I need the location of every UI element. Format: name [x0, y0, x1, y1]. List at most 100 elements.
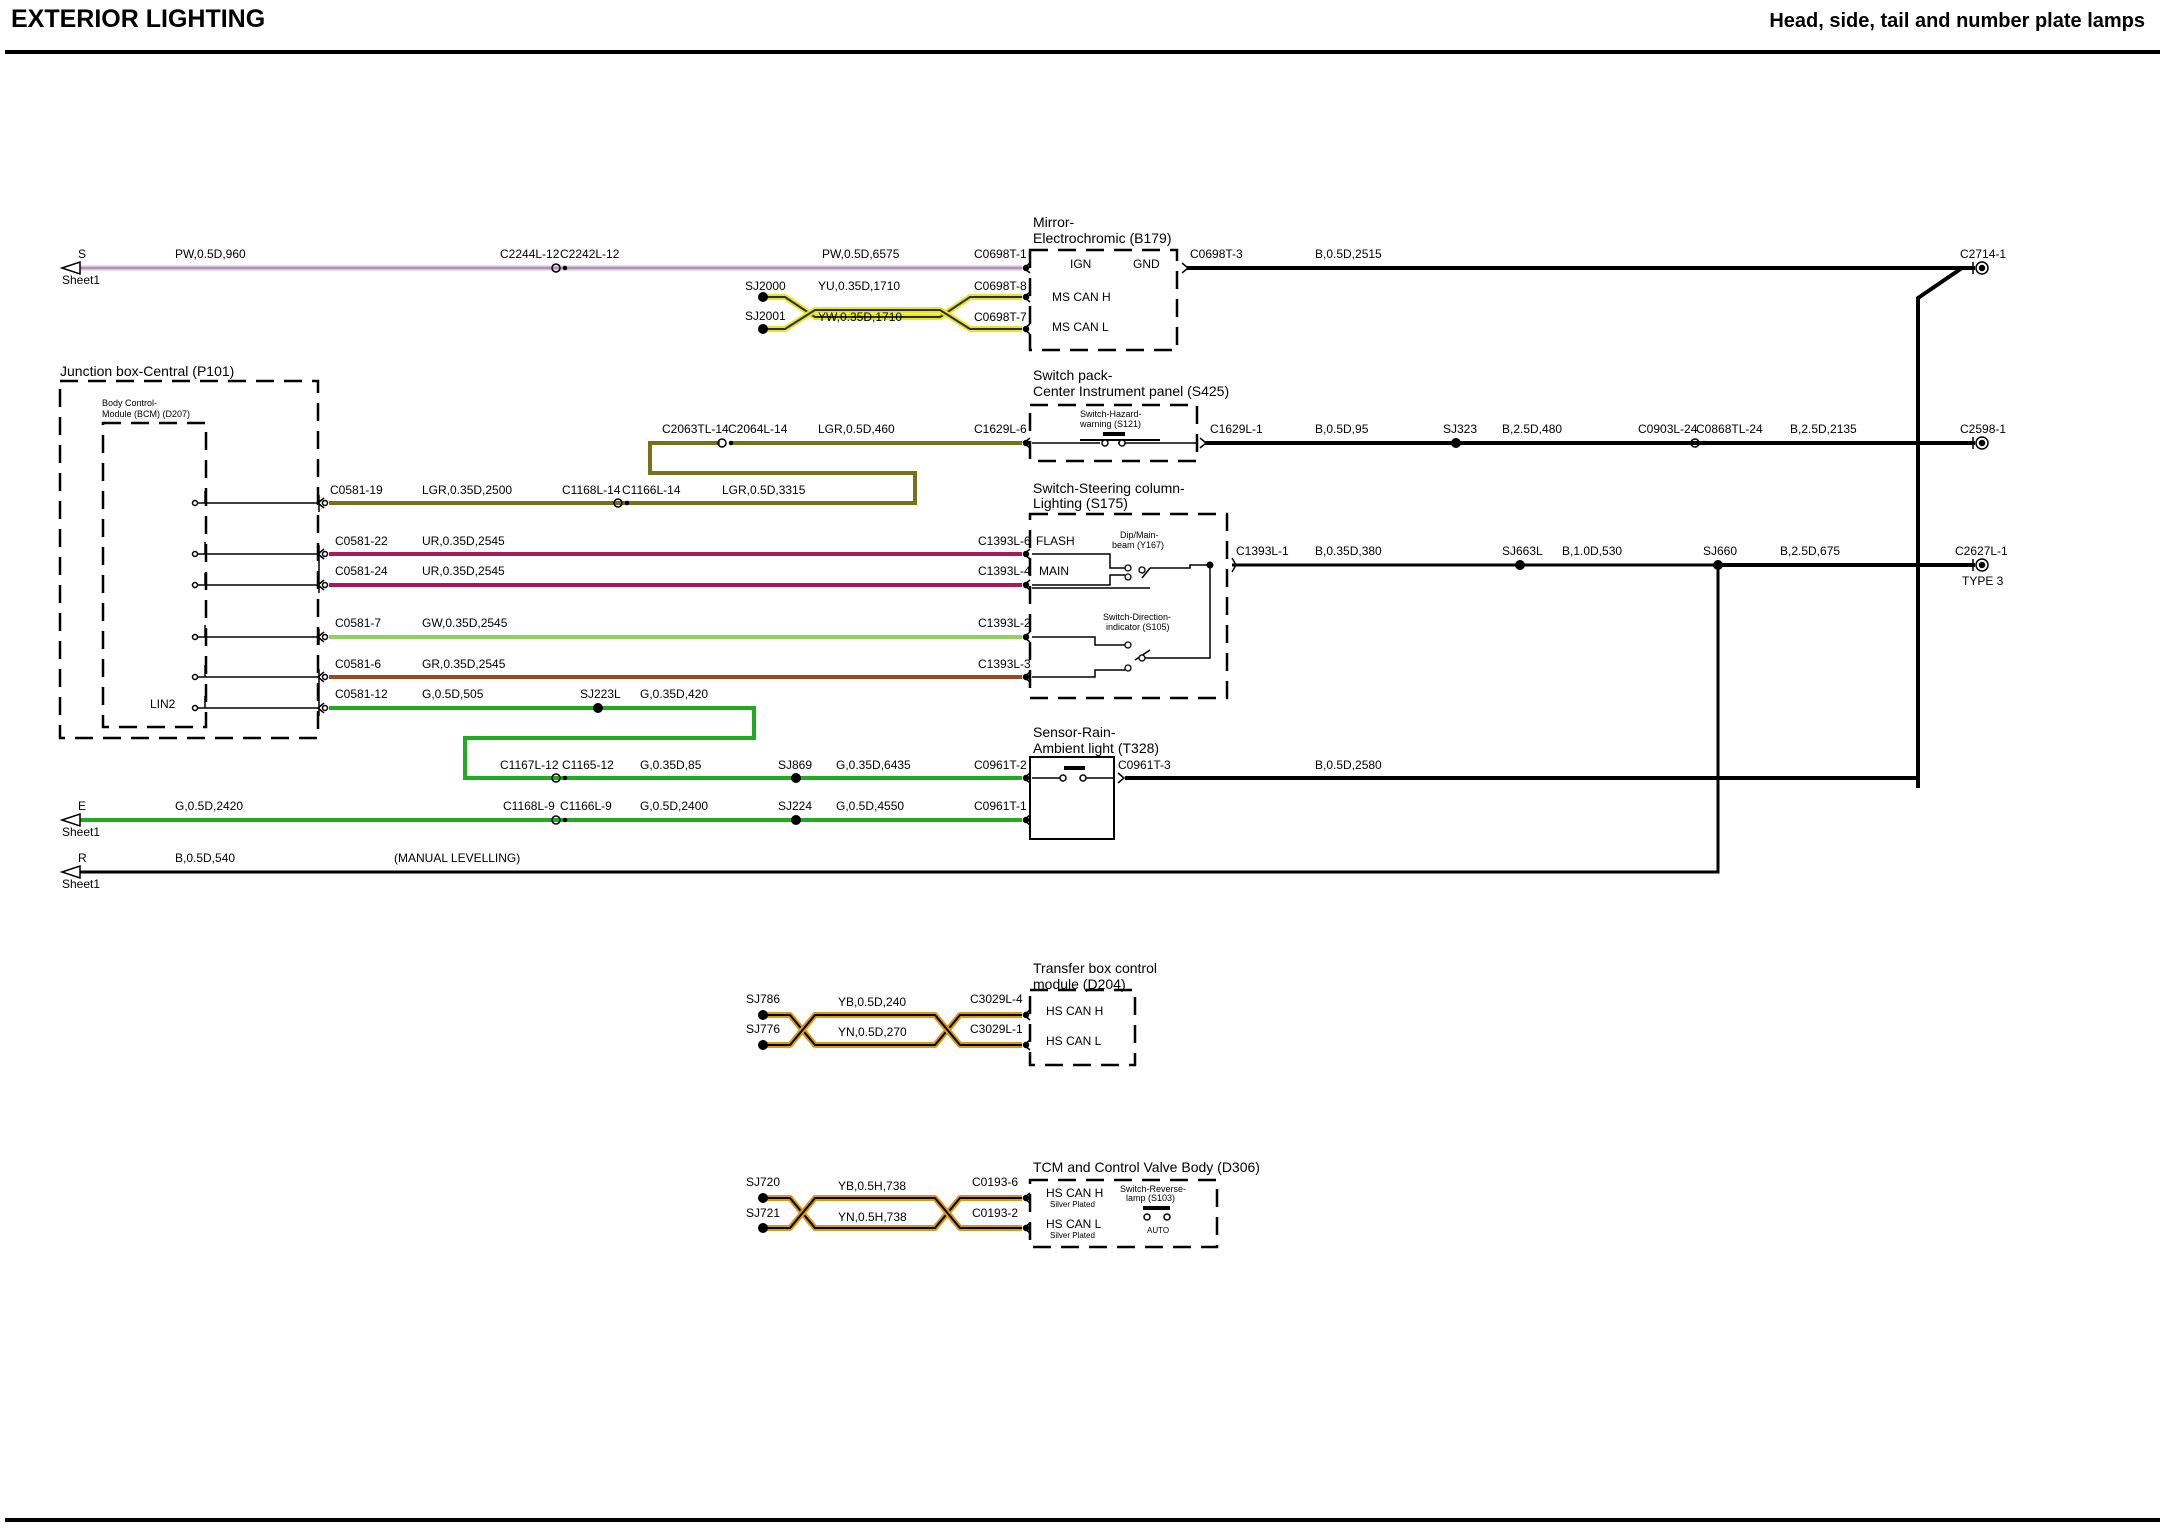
bcm-title-2: Module (BCM) (D207)	[102, 409, 190, 419]
wire-label: PW,0.5D,6575	[822, 247, 900, 261]
connector-label: C0581-7	[335, 616, 381, 630]
connector-markers	[316, 262, 1707, 1234]
switchpack-title-1: Switch pack-	[1033, 367, 1113, 383]
sheet-ref-r-label: Sheet1	[62, 877, 100, 891]
bcm-pin-nodes	[191, 499, 199, 712]
hazard-switch-contacts	[1032, 432, 1197, 447]
wire-label: UR,0.35D,2545	[422, 534, 505, 548]
mirror-pin-ign: IGN	[1070, 257, 1091, 271]
wire-label: B,0.5D,95	[1315, 422, 1369, 436]
connector-label: C2244L-12	[500, 247, 560, 261]
wire-r-black	[70, 565, 1720, 874]
connector-label: C3029L-4	[970, 992, 1023, 1006]
connector-label: C1629L-1	[1210, 422, 1263, 436]
end-terminals	[1972, 261, 1989, 572]
wire-label: B,2.5D,2135	[1790, 422, 1857, 436]
dipbeam-title-1: Dip/Main-	[1120, 530, 1159, 540]
wire-label: GW,0.35D,2545	[422, 616, 508, 630]
wire-hs-can-tcm	[763, 1195, 1022, 1231]
wire-label: B,0.35D,380	[1315, 544, 1382, 558]
connector-label: C0868TL-24	[1696, 422, 1763, 436]
wire-label: B,1.0D,530	[1562, 544, 1622, 558]
wire-ms-can	[763, 294, 1022, 332]
wire-hs-can-transfer	[763, 1012, 1022, 1048]
direction-title-2: indicator (S105)	[1106, 622, 1170, 632]
wire-label: G,0.35D,85	[640, 758, 702, 772]
connector-label: C1393L-6	[978, 534, 1031, 548]
steering-title-1: Switch-Steering column-	[1033, 480, 1185, 496]
steering-internals	[1032, 553, 1211, 678]
connector-label: C2064L-14	[728, 422, 788, 436]
wire-label: YN,0.5D,270	[838, 1025, 907, 1039]
direction-title-1: Switch-Direction-	[1103, 612, 1171, 622]
connector-label: C1166L-9	[560, 799, 612, 813]
connector-label: C0581-6	[335, 657, 381, 671]
wire-label: LGR,0.35D,2500	[422, 483, 512, 497]
sheet-ref-s-label: Sheet1	[62, 273, 100, 287]
wire-label: B,2.5D,675	[1780, 544, 1840, 558]
connector-label: C1393L-4	[978, 564, 1031, 578]
connector-label: C2063TL-14	[662, 422, 729, 436]
wire-label: G,0.5D,505	[422, 687, 484, 701]
bcm-pin-lin2: LIN2	[150, 697, 176, 711]
connector-label: C0581-24	[335, 564, 388, 578]
bcm-title-1: Body Control-	[102, 398, 157, 408]
dipbeam-title-2: beam (Y167)	[1112, 540, 1164, 550]
connector-label: SJ660	[1703, 544, 1737, 558]
connector-label: C0698T-1	[974, 247, 1027, 261]
connector-label: C1168L-9	[503, 799, 555, 813]
sensor-title-1: Sensor-Rain-	[1033, 724, 1116, 740]
sheet-ref-s-letter: S	[78, 247, 86, 261]
wire-label: B,0.5D,2515	[1315, 247, 1382, 261]
wire-label: YB,0.5H,738	[838, 1179, 906, 1193]
wire-label: PW,0.5D,960	[175, 247, 246, 261]
connector-label: C0698T-3	[1190, 247, 1243, 261]
reverse-switch-contacts	[1143, 1206, 1171, 1221]
wire-label: B,2.5D,480	[1502, 422, 1562, 436]
sheet-ref-r-letter: R	[78, 851, 87, 865]
steering-pin-flash: FLASH	[1036, 534, 1075, 548]
jbox-title: Junction box-Central (P101)	[60, 363, 234, 379]
connector-label: C1393L-1	[1236, 544, 1289, 558]
mirror-title-2: Electrochromic (B179)	[1033, 230, 1172, 246]
transfer-pin-can-h: HS CAN H	[1046, 1004, 1103, 1018]
connector-label: SJ786	[746, 992, 780, 1006]
wire-label: G,0.35D,6435	[836, 758, 911, 772]
wire-label: G,0.5D,2420	[175, 799, 243, 813]
connector-label: SJ663L	[1502, 544, 1543, 558]
wire-g-lin	[329, 706, 1022, 780]
steering-pin-main: MAIN	[1039, 564, 1069, 578]
wire-label: B,0.5D,540	[175, 851, 235, 865]
connector-label: C1168L-14	[562, 483, 621, 497]
connector-label: C1393L-3	[978, 657, 1031, 671]
hazard-title-2: warning (S121)	[1079, 419, 1141, 429]
connector-label: C0961T-2	[974, 758, 1027, 772]
sensor-internals	[1032, 766, 1114, 782]
mirror-pin-can-l: MS CAN L	[1052, 320, 1109, 334]
connector-label: SJ720	[746, 1175, 780, 1189]
connector-label: C1166L-14	[622, 483, 681, 497]
wire-label: LGR,0.5D,460	[818, 422, 895, 436]
sheet-arrows	[59, 260, 81, 880]
connector-label: C0193-6	[972, 1175, 1018, 1189]
transfer-box	[1028, 988, 1137, 1067]
wire-label: LGR,0.5D,3315	[722, 483, 806, 497]
page-title: Head, side, tail and number plate lamps	[1769, 10, 2145, 32]
connector-label: TYPE 3	[1962, 574, 2004, 588]
bcm-box	[101, 421, 208, 729]
section-title: EXTERIOR LIGHTING	[11, 5, 266, 33]
wire-label: GR,0.35D,2545	[422, 657, 506, 671]
steering-contacts	[1124, 564, 1146, 672]
connector-label: C2242L-12	[560, 247, 620, 261]
wire-label: G,0.35D,420	[640, 687, 708, 701]
connector-label: SJ2001	[745, 309, 786, 323]
wire-label: B,0.5D,2580	[1315, 758, 1382, 772]
connector-label: C0961T-1	[974, 799, 1027, 813]
steering-junction	[1206, 561, 1214, 569]
wire-label: (MANUAL LEVELLING)	[394, 851, 520, 865]
connector-label: C1167L-12	[500, 758, 559, 772]
sheet-ref-e-letter: E	[78, 799, 86, 813]
connector-label: C1629L-6	[974, 422, 1027, 436]
transfer-title-2: module (D204)	[1033, 976, 1126, 992]
splice-dots	[593, 292, 1723, 1233]
